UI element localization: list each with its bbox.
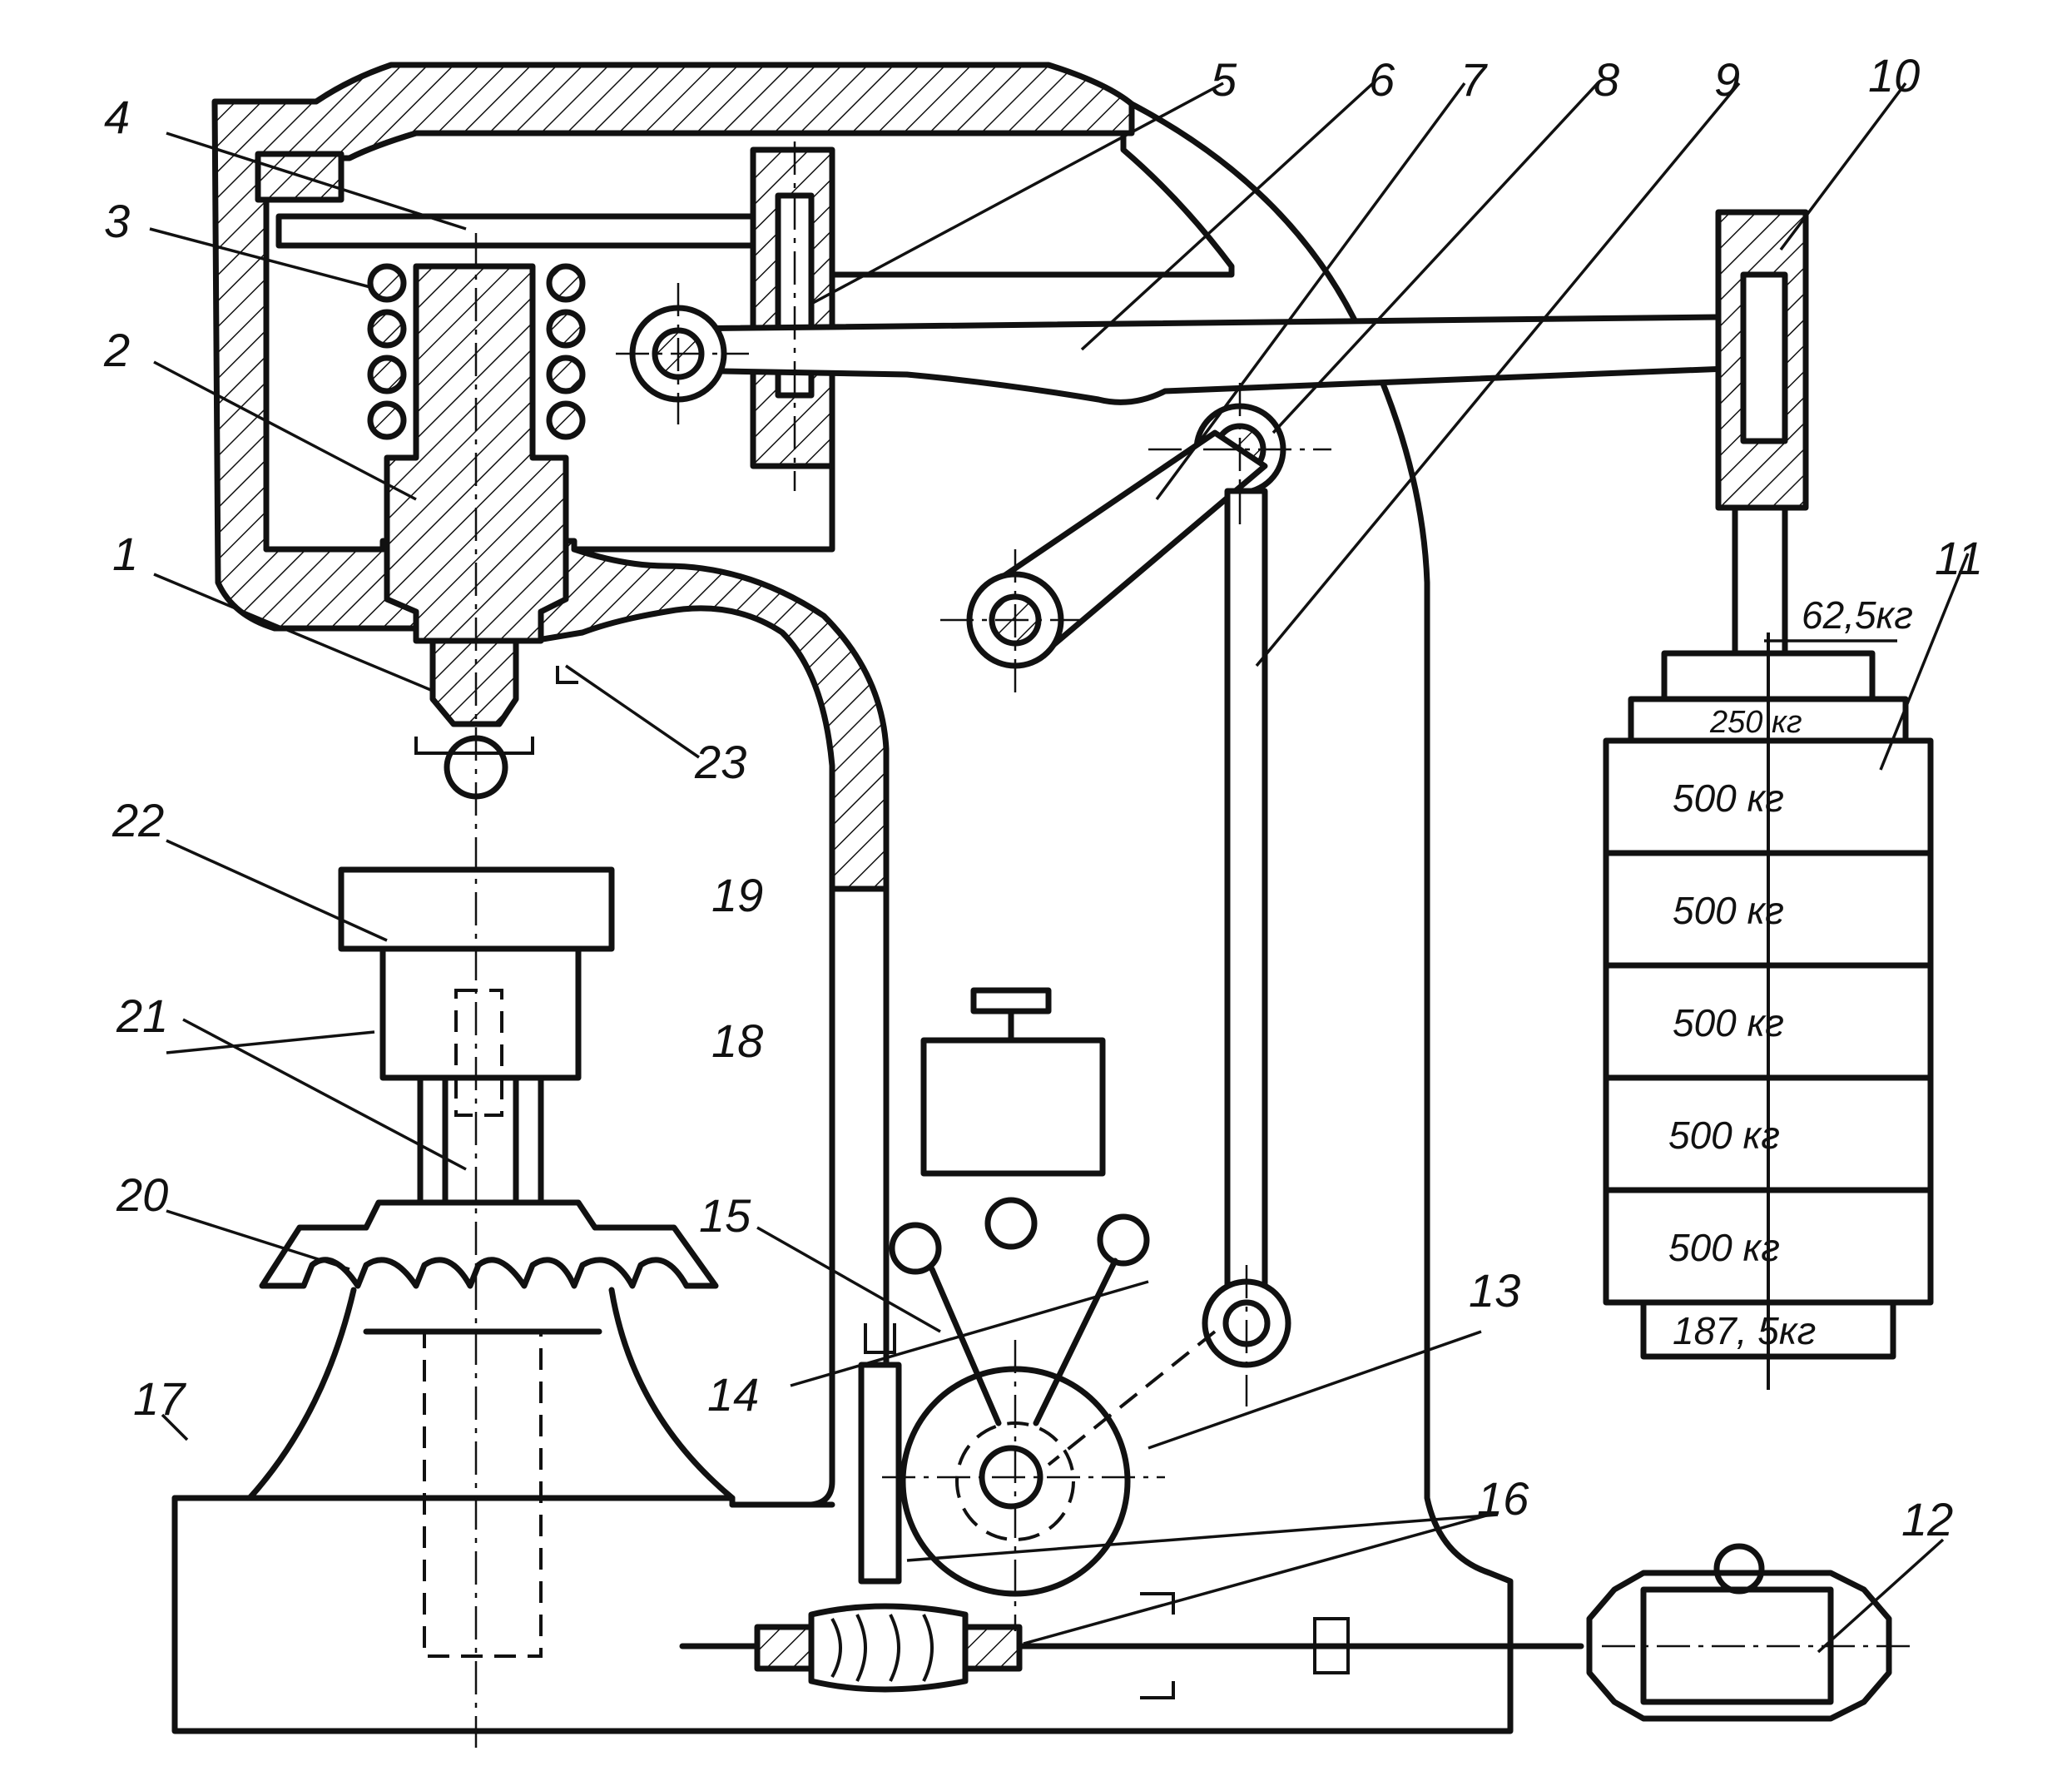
worm-16-threads (830, 1614, 934, 1682)
indicator-18 (984, 1197, 1038, 1250)
label-7: 7 (1460, 53, 1488, 106)
label-3: 3 (104, 195, 130, 247)
label-2: 2 (103, 324, 130, 376)
label-10: 10 (1868, 49, 1920, 102)
lead-screw-hidden (423, 1330, 543, 1658)
rod-9 (1224, 488, 1268, 1327)
limit-ball-15-right (1097, 1213, 1150, 1267)
weight-label-500-4: 500 кг (1668, 1114, 1780, 1157)
label-8: 8 (1594, 53, 1619, 106)
plunger-14-top (864, 1323, 896, 1354)
weight-label-187-5: 187, 5кг (1673, 1309, 1816, 1352)
limit-arm-left (929, 1266, 1002, 1426)
shaft-bearing (1140, 1592, 1175, 1699)
worm-16 (808, 1603, 969, 1693)
frame-head (211, 62, 1135, 892)
leader-lines (149, 82, 1970, 1654)
label-19: 19 (711, 869, 763, 921)
spindle-assembly (255, 151, 806, 800)
label-13: 13 (1469, 1264, 1520, 1317)
label-22: 22 (112, 794, 164, 846)
anvil-assembly (246, 866, 736, 1658)
weight-label-500-3: 500 кг (1673, 1001, 1784, 1044)
weight-label-500-1: 500 кг (1673, 776, 1784, 820)
housing-18 (920, 1037, 1106, 1177)
motor-knob (1713, 1543, 1765, 1595)
plunger-14 (858, 1362, 902, 1585)
label-20: 20 (116, 1168, 168, 1221)
label-23: 23 (694, 736, 746, 788)
stop-23 (556, 666, 578, 684)
screw-post-right (513, 1074, 544, 1206)
axis-lines (474, 141, 1914, 1748)
label-14: 14 (707, 1368, 759, 1421)
screw-hidden (454, 989, 503, 1117)
lever-4 (275, 213, 806, 249)
coupling (1313, 1617, 1350, 1674)
label-9: 9 (1714, 53, 1740, 106)
anvil-stand (246, 1287, 736, 1501)
weight-hanger-slot (1740, 271, 1788, 444)
label-16: 16 (1477, 1472, 1529, 1525)
label-5: 5 (1211, 53, 1237, 106)
label-15: 15 (699, 1189, 751, 1242)
weight-labels: 62,5кг 250 кг 500 кг 500 кг 500 кг 500 к… (1668, 593, 1913, 1352)
cam-link-hidden (1047, 1330, 1217, 1466)
frame-right-contour (171, 101, 1514, 1734)
label-17: 17 (133, 1372, 186, 1425)
weight-label-500-5: 500 кг (1668, 1226, 1780, 1269)
limit-arm-right (1033, 1258, 1118, 1426)
base-17 (171, 1495, 835, 1508)
label-12: 12 (1901, 1493, 1953, 1545)
label-4: 4 (104, 91, 130, 143)
spring-3 (367, 263, 586, 440)
worm-16-left (754, 1624, 815, 1672)
weight-rod (1732, 504, 1788, 661)
part-number-labels: 1 2 3 4 5 6 7 8 9 10 11 12 13 14 15 16 1… (103, 49, 1983, 1545)
worm-16-right (962, 1624, 1023, 1672)
indenter-cup (414, 737, 534, 755)
weight-label-62-5: 62,5кг (1802, 593, 1913, 637)
drive-mechanism (679, 987, 1892, 1722)
main-lever-6 (675, 313, 1792, 405)
anvil-neck (379, 945, 582, 1081)
label-11: 11 (1935, 532, 1983, 584)
label-1: 1 (112, 528, 138, 580)
handwheel-20 (259, 1199, 719, 1289)
label-21: 21 (116, 990, 168, 1042)
limit-ball-15-left (889, 1222, 942, 1275)
weights-stack-11 (1603, 504, 1934, 1390)
weight-label-500-2: 500 кг (1673, 889, 1784, 932)
screw-post-left (417, 1074, 449, 1206)
label-6: 6 (1369, 53, 1395, 106)
indenter-holder-1 (429, 637, 519, 727)
switch-19 (970, 987, 1052, 1014)
label-18: 18 (711, 1014, 763, 1067)
weight-label-250: 250 кг (1709, 705, 1802, 740)
